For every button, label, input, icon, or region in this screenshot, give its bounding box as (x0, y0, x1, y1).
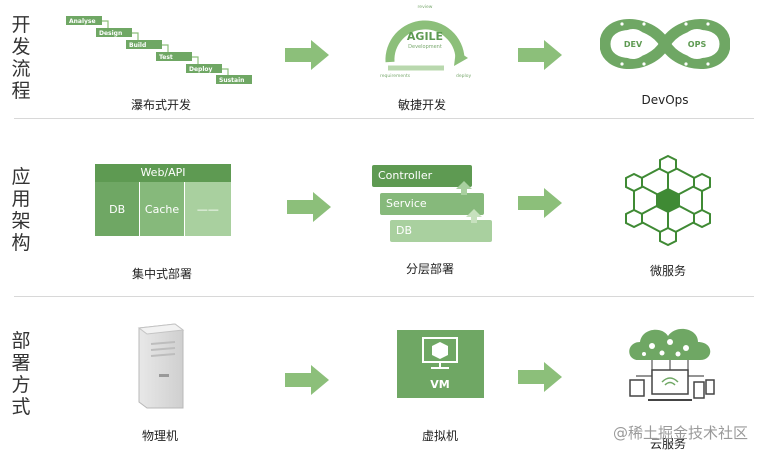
microservices-caption: 微服务 (649, 264, 686, 278)
waterfall-caption: 瀑布式开发 (130, 98, 191, 112)
devops-caption: DevOps (641, 93, 689, 107)
arrow-right-icon (287, 192, 331, 222)
central-cache-cell: Cache (139, 182, 184, 236)
devops-diagram: DEV OPS (599, 8, 731, 80)
agile-top-label: review (418, 4, 433, 10)
section-label-deploy: 部署方式 (11, 330, 31, 418)
arrow-right-icon (285, 40, 329, 70)
microservices-diagram (620, 152, 716, 248)
waterfall-step-3: Build (129, 42, 146, 49)
arrow-right-icon (285, 365, 329, 395)
waterfall-step-1: Analyse (69, 18, 96, 25)
arrow-right-icon (518, 40, 562, 70)
agile-diagram: AGILE Development review requirements de… (370, 2, 480, 82)
divider-1 (14, 118, 754, 119)
up-arrow-icon (456, 181, 472, 195)
waterfall-step-5: Deploy (189, 66, 213, 73)
waterfall-diagram: Analyse Design Build Test Deploy Sustain (66, 14, 256, 84)
layered-caption: 分层部署 (405, 262, 454, 276)
agile-subtitle: Development (408, 44, 442, 50)
agile-right-label: deploy (456, 73, 471, 79)
up-arrow-icon (466, 209, 482, 223)
centralized-block: Web/API DB Cache —— (95, 164, 232, 236)
devops-ops-label: OPS (688, 40, 707, 49)
arrow-right-icon (518, 362, 562, 392)
cloud-services-icon (622, 320, 718, 408)
agile-caption: 敏捷开发 (397, 98, 446, 112)
waterfall-step-2: Design (99, 30, 122, 37)
central-db-cell: DB (95, 182, 140, 236)
vm-label: VM (430, 378, 449, 391)
vm-caption: 虚拟机 (421, 429, 458, 443)
section-label-arch: 应用架构 (11, 166, 31, 254)
centralized-caption: 集中式部署 (131, 267, 192, 281)
section-label-dev: 开发流程 (11, 14, 31, 102)
central-web-api: Web/API (95, 164, 231, 182)
watermark: @稀土掘金技术社区 (612, 424, 748, 442)
layer-controller: Controller (372, 165, 472, 187)
physical-caption: 物理机 (141, 429, 178, 443)
waterfall-step-6: Sustain (219, 77, 244, 84)
divider-2 (14, 296, 754, 297)
central-other-cell: —— (183, 182, 232, 236)
devops-dev-label: DEV (624, 40, 643, 49)
cloud-caption: 云服务 (649, 437, 686, 451)
agile-left-label: requirements (380, 73, 411, 79)
waterfall-step-4: Test (159, 54, 173, 61)
layer-service: Service (380, 193, 484, 215)
physical-server-icon (135, 322, 187, 410)
arrow-right-icon (518, 188, 562, 218)
agile-title: AGILE (407, 30, 443, 43)
layer-db: DB (390, 220, 492, 242)
vm-box: VM (397, 330, 484, 398)
